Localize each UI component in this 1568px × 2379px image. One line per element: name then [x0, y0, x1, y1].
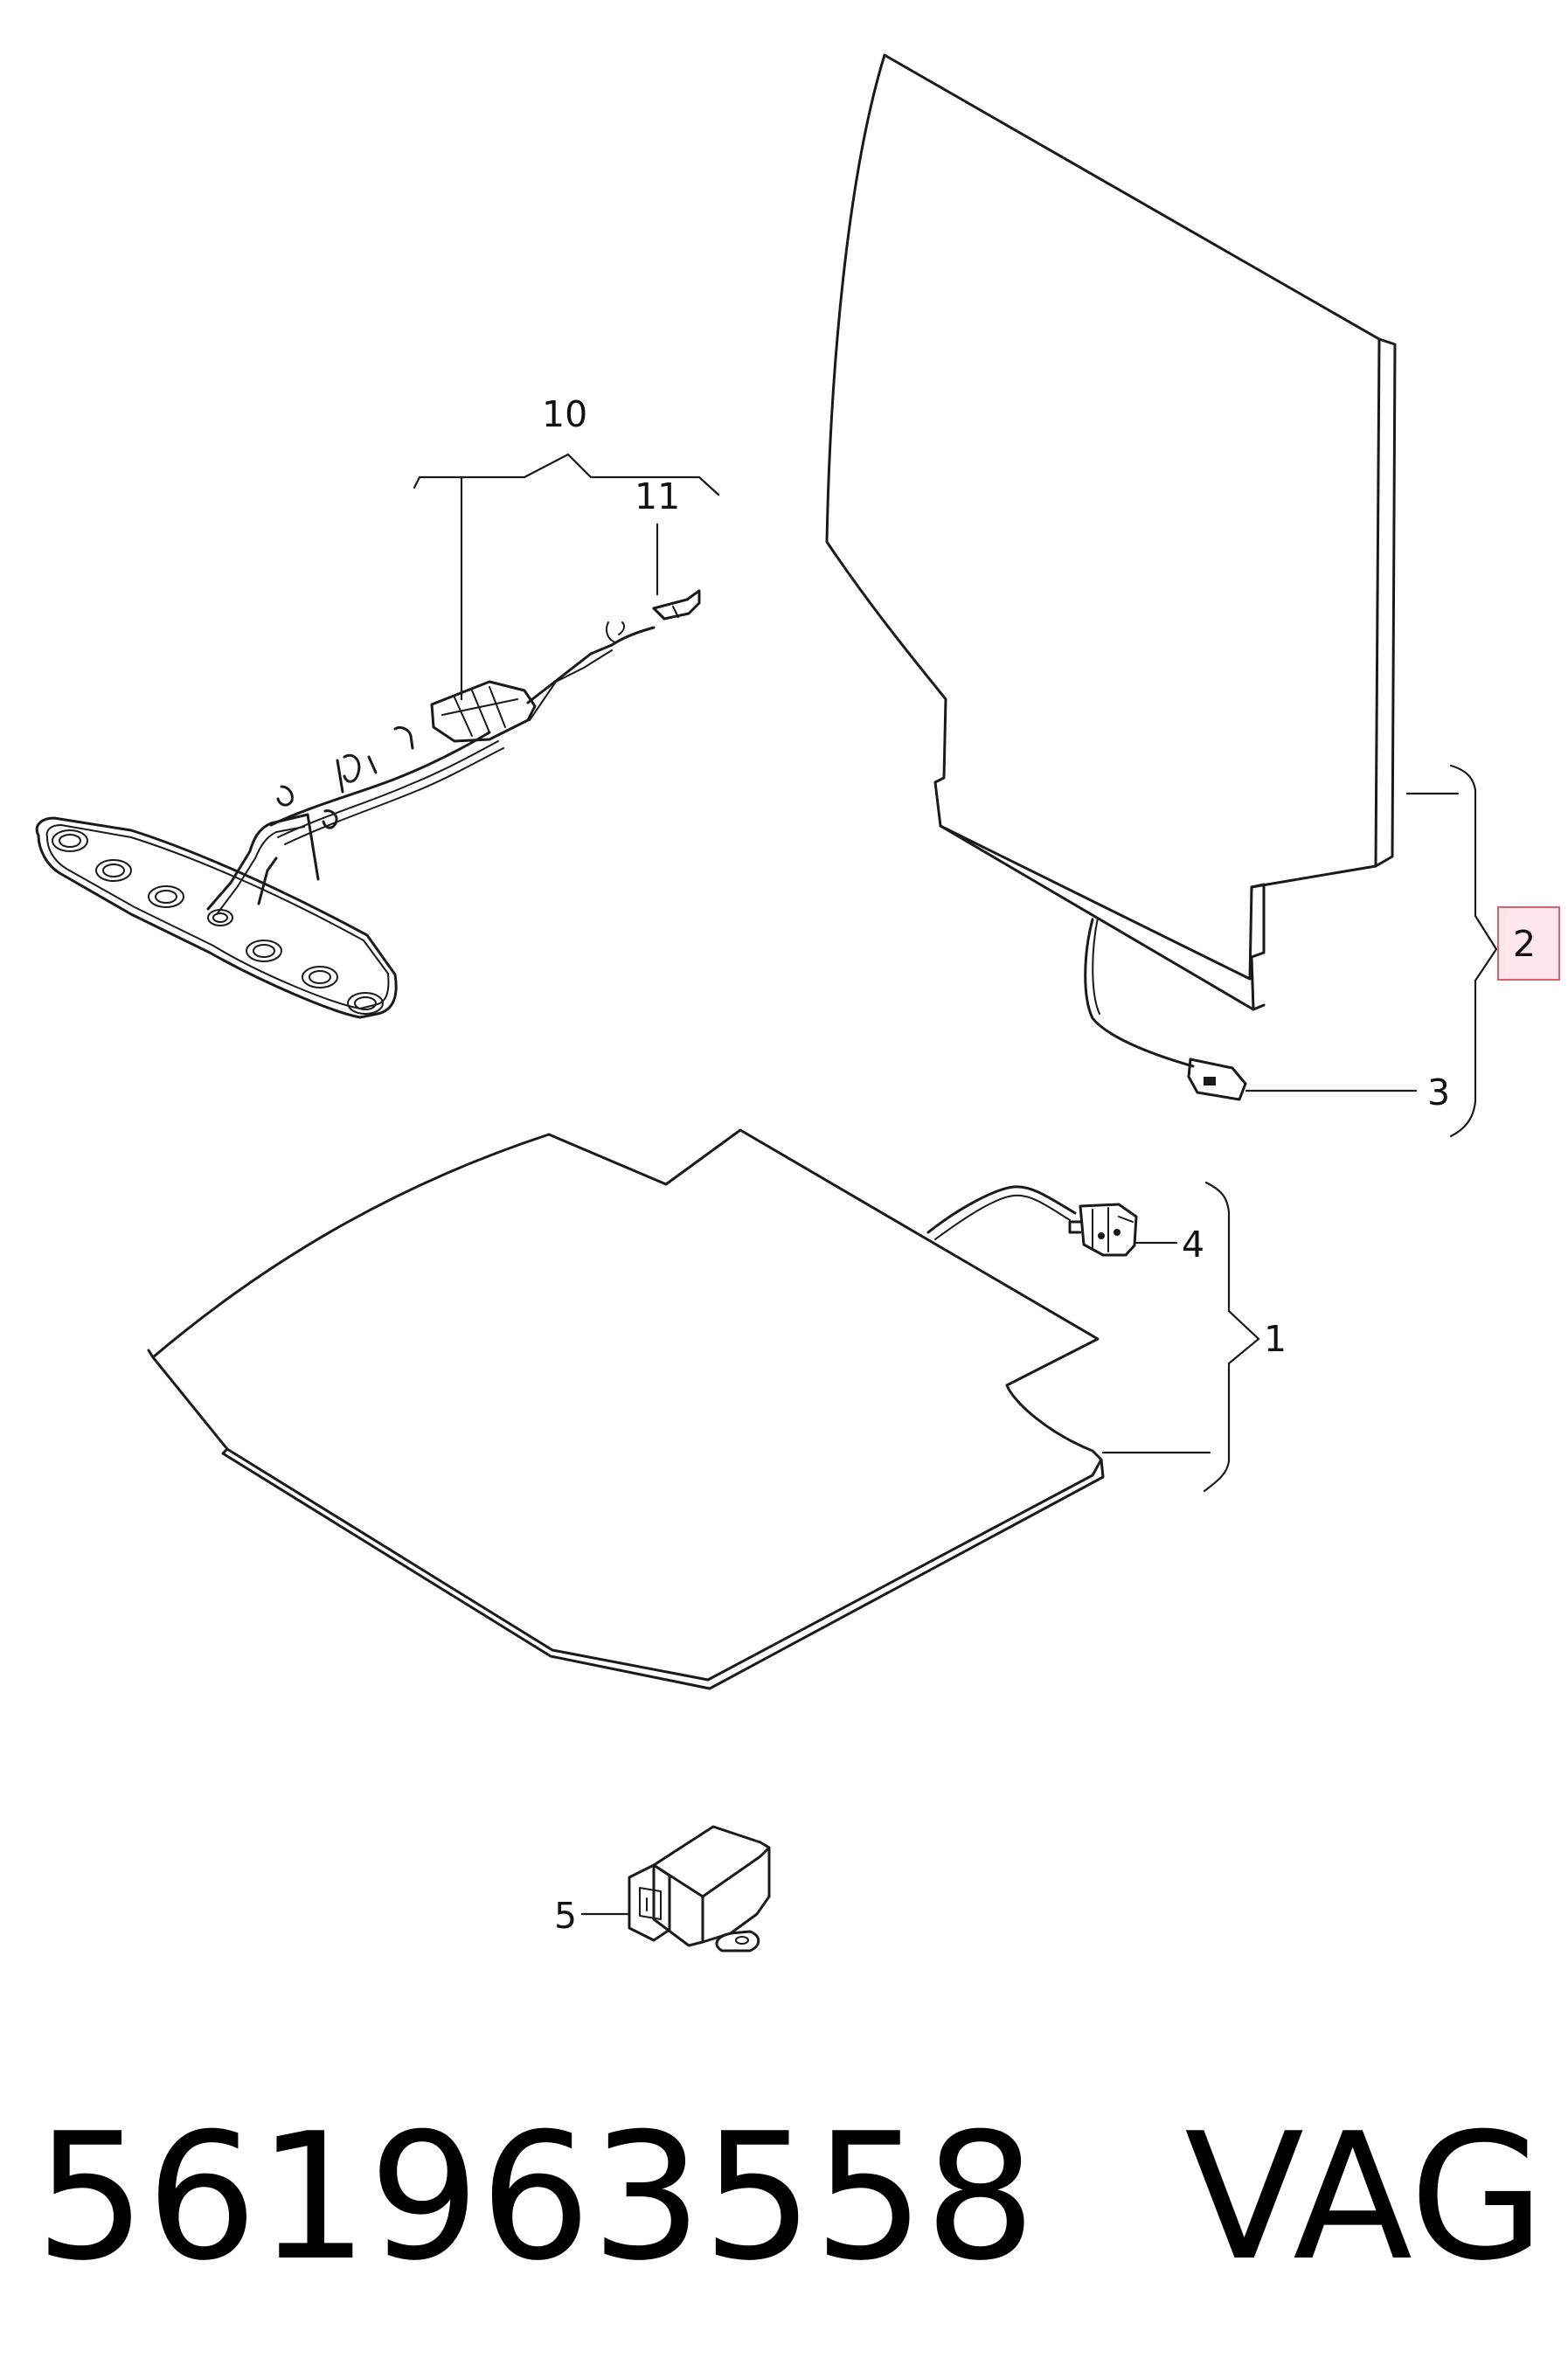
part-number: 561963558 [35, 2096, 1037, 2299]
sensor-connector [652, 589, 701, 621]
seat-connector [1068, 1203, 1138, 1257]
callout-1[interactable]: 1 [1264, 1318, 1287, 1360]
sensor-pads [52, 829, 384, 1015]
brand-name: VAG [1184, 2096, 1545, 2299]
callout-10[interactable]: 10 [542, 393, 587, 435]
callout-2[interactable]: 2 [1513, 923, 1536, 965]
backrest-heating-element [825, 53, 1397, 1101]
sensor-clip-block [430, 680, 537, 743]
heating-control-unit [628, 1825, 771, 1952]
seat-occupancy-sensor [35, 589, 701, 1019]
seat-heating-element [147, 1128, 1138, 1690]
callout-4[interactable]: 4 [1182, 1224, 1204, 1266]
callout-3[interactable]: 3 [1427, 1072, 1450, 1113]
bracket-1 [1101, 1181, 1260, 1493]
callout-2-highlight[interactable]: 2 [1497, 906, 1560, 981]
callout-5[interactable]: 5 [554, 1895, 577, 1937]
part-caption: 561963558 VAG [35, 2084, 1545, 2312]
bracket-2 [1405, 764, 1498, 1138]
bracket-10 [413, 453, 720, 701]
callout-2-box[interactable] [1497, 906, 1560, 981]
callout-11[interactable]: 11 [635, 475, 680, 517]
backrest-connector [1187, 1058, 1247, 1101]
